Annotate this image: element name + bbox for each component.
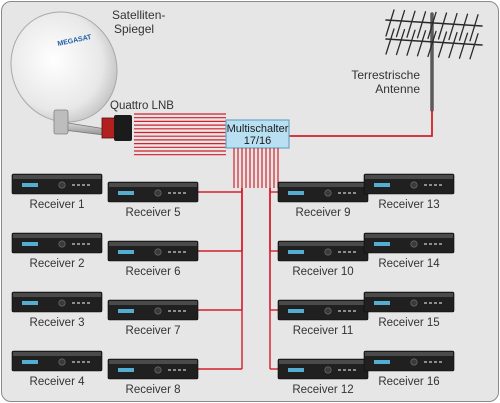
receiver-label: Receiver 2 [30, 258, 85, 270]
receiver-label: Receiver 16 [378, 376, 439, 388]
lnb-label: Quattro LNB [110, 100, 174, 112]
receiver: Receiver 13 [363, 173, 455, 211]
receiver: Receiver 7 [107, 299, 199, 337]
lnb-cables [134, 113, 226, 156]
receivers: Receiver 1 Receiver 2 Receiver 3 Receiver 4… [11, 173, 455, 396]
receiver: Receiver 2 [11, 232, 103, 270]
receiver: Receiver 15 [363, 291, 455, 329]
antenna-label-line1: Terrestrische [351, 68, 420, 82]
receiver-label: Receiver 5 [126, 207, 181, 219]
receiver: Receiver 3 [11, 291, 103, 329]
receiver-label: Receiver 15 [378, 317, 439, 329]
multiswitch-line1: Multischalter [227, 123, 289, 135]
receiver-label: Receiver 8 [126, 384, 181, 396]
antenna-label-line2: Antenne [375, 82, 420, 96]
dish-label-line1: Satelliten- [112, 8, 165, 22]
receiver-label: Receiver 3 [30, 317, 85, 329]
receiver: Receiver 12 [277, 358, 369, 396]
receiver-label: Receiver 12 [292, 384, 353, 396]
receiver: Receiver 11 [277, 299, 369, 337]
receiver-label: Receiver 14 [378, 258, 440, 270]
multiswitch-line2: 17/16 [244, 135, 272, 147]
receiver: Receiver 6 [107, 240, 199, 278]
terrestrial-antenna [385, 9, 483, 112]
receiver: Receiver 10 [277, 240, 369, 278]
quattro-lnb [101, 115, 132, 141]
receiver-cables [198, 148, 279, 370]
receiver-label: Receiver 13 [378, 199, 439, 211]
multiswitch: Multischalter 17/16 [225, 119, 290, 149]
receiver: Receiver 1 [11, 173, 103, 211]
satellite-dish: MEGASAT [10, 11, 132, 141]
receiver: Receiver 4 [11, 350, 103, 388]
receiver-label: Receiver 6 [126, 266, 181, 278]
receiver: Receiver 5 [107, 181, 199, 219]
receiver: Receiver 16 [363, 350, 455, 388]
receiver: Receiver 14 [363, 232, 455, 270]
receiver-label: Receiver 11 [293, 325, 354, 337]
receiver-label: Receiver 4 [30, 376, 86, 388]
receiver: Receiver 8 [107, 358, 199, 396]
receiver-label: Receiver 7 [126, 325, 181, 337]
dish-mount [53, 109, 69, 135]
receiver-label: Receiver 9 [296, 207, 351, 219]
dish-label-line2: Spiegel [114, 22, 154, 36]
receiver-label: Receiver 1 [30, 199, 85, 211]
receiver: Receiver 9 [277, 181, 369, 219]
antenna-cable [289, 110, 433, 137]
receiver-label: Receiver 10 [292, 266, 353, 278]
